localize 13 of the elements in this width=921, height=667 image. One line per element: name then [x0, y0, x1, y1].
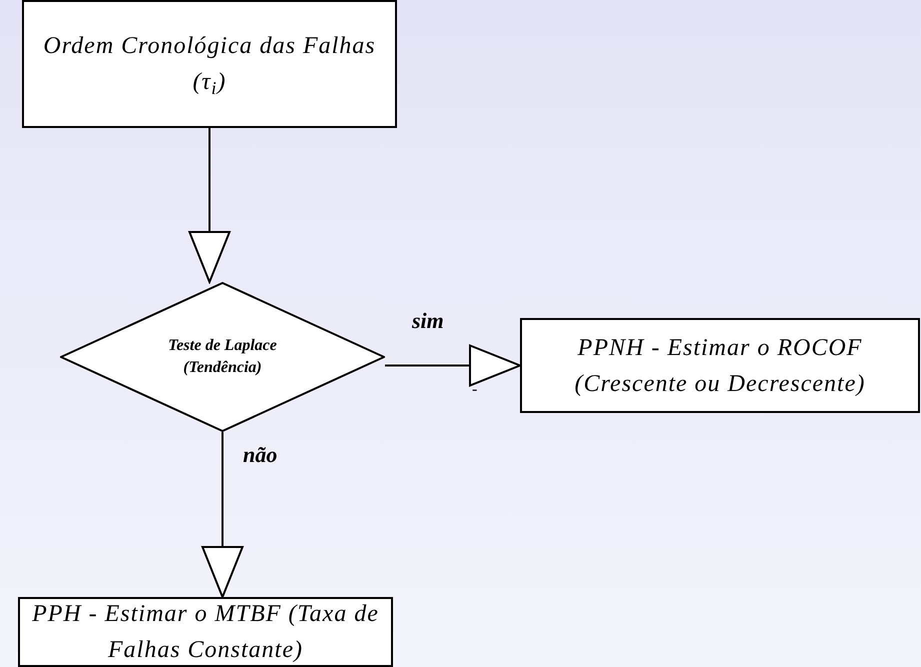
edge-label: sim: [412, 307, 444, 335]
process-box: [520, 318, 920, 413]
node-text: Teste de Laplace (Tendência): [167, 336, 278, 378]
node-text: PPH - Estimar o MTBF (Taxa de Falhas Constante): [32, 600, 379, 665]
arrow: [202, 432, 244, 598]
node-text: Ordem Cronológica das Falhas (τ$_{i}$): [42, 32, 377, 100]
decision-diamond: [60, 282, 385, 432]
arrow: [385, 344, 521, 386]
edge-label: não: [243, 441, 278, 469]
process-box: [22, 0, 397, 128]
node-text: PPNH - Estimar o ROCOF (Crescente ou Decrescente): [574, 334, 866, 398]
arrow: [188, 128, 230, 283]
note-text: -: [472, 380, 478, 400]
